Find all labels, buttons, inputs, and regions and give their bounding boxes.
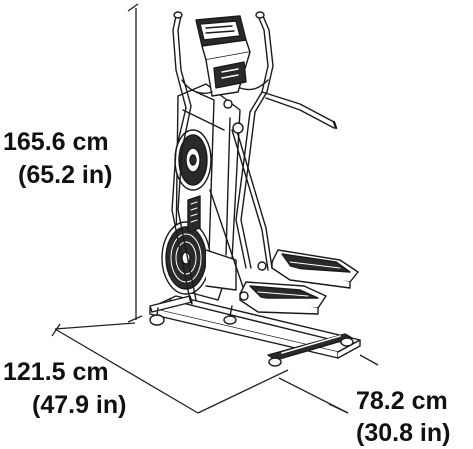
length-imperial-label: (47.9 in)	[32, 391, 127, 419]
height-top-tick	[127, 3, 139, 12]
length-left-extension	[54, 322, 136, 330]
length-right-extension	[197, 369, 289, 414]
lower-flywheel	[161, 221, 237, 295]
base-frame	[149, 295, 361, 359]
left-pedal	[239, 281, 327, 315]
console	[195, 15, 251, 97]
right-pedal	[271, 249, 359, 289]
dimension-lines	[51, 3, 379, 414]
right-moving-arm	[235, 11, 338, 269]
height-bottom-tick	[127, 315, 143, 323]
upper-flywheel	[174, 129, 212, 191]
width-imperial-label: (30.8 in)	[356, 419, 451, 447]
width-metric-label: 78.2 cm	[356, 387, 448, 415]
length-metric-label: 121.5 cm	[3, 358, 109, 386]
length-start-tick	[51, 323, 61, 337]
width-ext-line-1	[359, 354, 379, 366]
frame-decal	[187, 195, 201, 233]
elliptical-trainer-drawing	[149, 11, 361, 367]
pivot-hubs	[223, 99, 267, 301]
height-imperial-label: (65.2 in)	[18, 161, 113, 189]
left-moving-arm	[171, 11, 197, 305]
front-stabilizer	[149, 295, 237, 326]
width-ext-line-2	[328, 403, 349, 414]
static-handlebars	[181, 79, 269, 94]
height-metric-label: 165.6 cm	[3, 128, 109, 156]
rear-stabilizer	[267, 333, 354, 367]
length-dimension-line	[54, 328, 199, 414]
